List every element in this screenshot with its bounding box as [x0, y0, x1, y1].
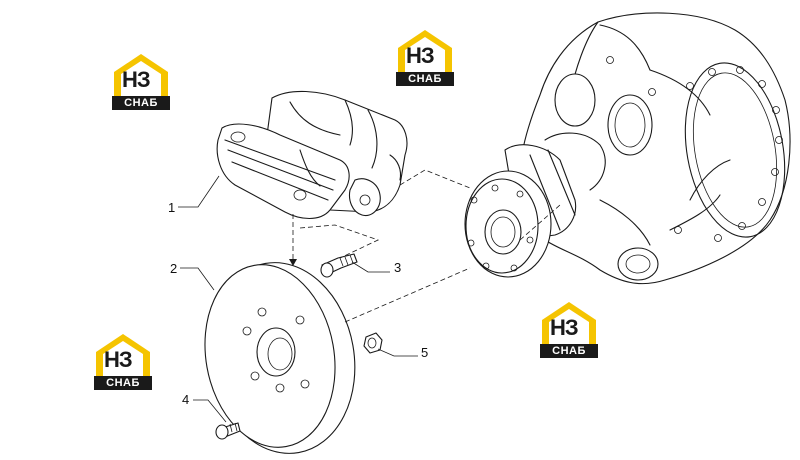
logo-word: СНАБ	[540, 344, 598, 358]
bolt-3	[320, 253, 358, 278]
callout-2: 2	[170, 261, 215, 291]
watermark-logo: НЗ СНАБ	[90, 330, 156, 392]
watermark-logo: НЗ СНАБ	[392, 26, 458, 88]
callout-label-1: 1	[168, 200, 175, 215]
logo-mark: НЗ	[104, 347, 133, 372]
output-flange	[464, 170, 552, 278]
logo-house-icon	[398, 30, 452, 72]
bolt-4	[215, 422, 241, 440]
callout-3: 3	[351, 260, 401, 275]
flange-bolt-holes	[467, 184, 534, 272]
logo-mark: НЗ	[406, 43, 435, 68]
arrow-head	[289, 259, 297, 266]
callout-label-3: 3	[394, 260, 401, 275]
callout-5: 5	[377, 345, 428, 360]
logo-mark: НЗ	[550, 315, 579, 340]
housing-bolt-holes	[606, 56, 783, 242]
callout-1: 1	[168, 175, 220, 215]
logo-house-icon	[542, 302, 596, 344]
brake-disc	[204, 262, 356, 454]
logo-house-icon	[114, 54, 168, 96]
watermark-logo: НЗ СНАБ	[536, 298, 602, 360]
callout-label-5: 5	[421, 345, 428, 360]
callout-label-4: 4	[182, 392, 189, 407]
logo-word: СНАБ	[396, 72, 454, 86]
watermark-logo: НЗ СНАБ	[108, 50, 174, 112]
axle-housing	[504, 12, 791, 285]
logo-word: СНАБ	[94, 376, 152, 390]
logo-word: СНАБ	[112, 96, 170, 110]
callout-4: 4	[182, 392, 227, 423]
disc-bolt-holes	[242, 307, 310, 393]
callout-label-2: 2	[170, 261, 177, 276]
brake-caliper	[216, 90, 408, 220]
assembly-lines	[289, 169, 561, 323]
logo-mark: НЗ	[122, 67, 151, 92]
logo-house-icon	[96, 334, 150, 376]
